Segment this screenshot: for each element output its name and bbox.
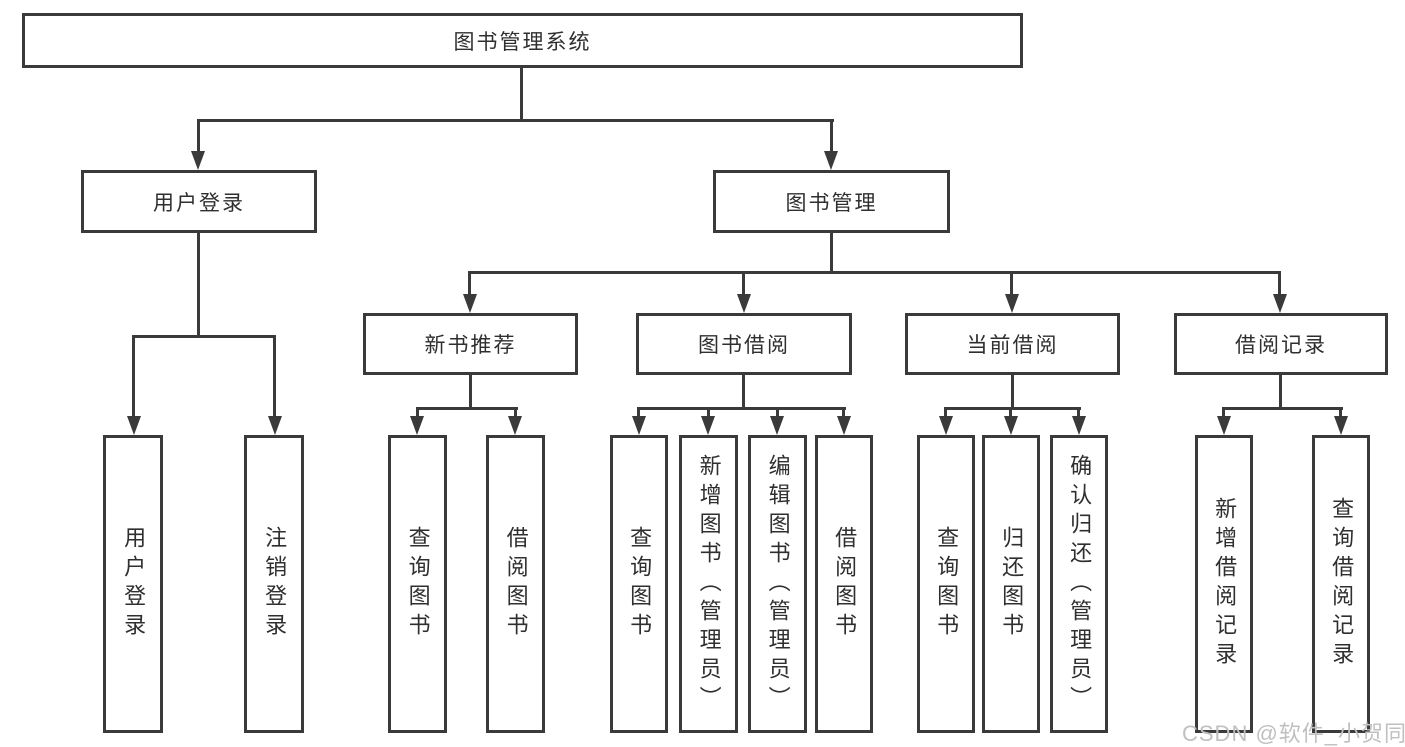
arrowhead-bb-borrow (837, 416, 851, 435)
node-new-book-rec-label: 新书推荐 (424, 334, 517, 357)
leaf-newbook-borrow-books-label: 借阅图书 (503, 526, 529, 642)
connector-borrowrecords-stem (1279, 373, 1282, 410)
arrowhead-book-borrow (737, 294, 751, 313)
connector-currentborrow-drop1 (944, 407, 947, 419)
connector-root-rail (197, 119, 834, 122)
leaf-bookborrow-add-books-admin-label: 新增图书（管理员） (696, 453, 722, 715)
connector-currentborrow-drop2 (1009, 407, 1012, 419)
node-borrow-records: 借阅记录 (1174, 313, 1388, 375)
arrowhead-cb-confirm (1072, 416, 1086, 435)
connector-borrowrecords-drop1 (1222, 407, 1225, 419)
arrowhead-br-query (1334, 416, 1348, 435)
arrowhead-cb-query (939, 416, 953, 435)
leaf-currentborrow-query-books-label: 查询图书 (934, 526, 960, 642)
leaf-bookborrow-query-books-label: 查询图书 (627, 526, 653, 642)
arrowhead-nb-borrow (508, 416, 522, 435)
node-root-label: 图书管理系统 (453, 30, 592, 54)
arrowhead-user-login (191, 151, 205, 170)
leaf-currentborrow-return-books-label: 归还图书 (999, 526, 1025, 642)
connector-userlogin-drop1 (132, 335, 135, 418)
connector-newbook-stem (469, 373, 472, 410)
node-current-borrow: 当前借阅 (905, 313, 1120, 375)
leaf-bookborrow-borrow-books: 借阅图书 (815, 435, 873, 733)
connector-bookborrow-drop1 (637, 407, 640, 419)
arrowhead-br-add (1217, 416, 1231, 435)
leaf-bookborrow-borrow-books-label: 借阅图书 (832, 526, 858, 642)
leaf-newbook-borrow-books: 借阅图书 (486, 435, 545, 733)
arrowhead-current-borrow (1005, 294, 1019, 313)
leaf-newbook-query-books-label: 查询图书 (405, 526, 431, 642)
leaf-records-query-borrow-record-label: 查询借阅记录 (1329, 497, 1355, 671)
arrowhead-bb-add (701, 416, 715, 435)
leaf-bookborrow-edit-books-admin: 编辑图书（管理员） (748, 435, 807, 733)
leaf-user-login-label: 用户登录 (121, 526, 147, 642)
connector-root-drop-left (197, 119, 200, 154)
connector-bookborrow-drop2 (707, 407, 710, 419)
leaf-logout: 注销登录 (244, 435, 304, 733)
arrowhead-bb-edit (770, 416, 784, 435)
leaf-logout-label: 注销登录 (262, 526, 288, 642)
leaf-currentborrow-confirm-return-admin: 确认归还（管理员） (1050, 435, 1108, 733)
connector-root-stem (520, 66, 523, 122)
connector-newbook-drop2 (514, 407, 517, 419)
leaf-records-add-borrow-record-label: 新增借阅记录 (1212, 497, 1238, 671)
leaf-user-login: 用户登录 (103, 435, 163, 733)
leaf-bookborrow-edit-books-admin-label: 编辑图书（管理员） (765, 453, 791, 715)
connector-newbook-rail (416, 407, 518, 410)
connector-borrowrecords-drop2 (1339, 407, 1342, 419)
arrowhead-bb-query (632, 416, 646, 435)
arrowhead-cb-return (1004, 416, 1018, 435)
connector-bookborrow-drop4 (842, 407, 845, 419)
leaf-newbook-query-books: 查询图书 (388, 435, 447, 733)
connector-bookmgmt-drop1 (468, 271, 471, 297)
connector-currentborrow-stem (1011, 373, 1014, 410)
node-current-borrow-label: 当前借阅 (966, 334, 1059, 357)
connector-userlogin-rail (132, 335, 276, 338)
connector-currentborrow-rail (944, 407, 1081, 410)
arrowhead-book-mgmt (824, 151, 838, 170)
arrowhead-leaf-user-login (127, 416, 141, 435)
leaf-currentborrow-confirm-return-admin-label: 确认归还（管理员） (1067, 453, 1093, 715)
connector-newbook-drop1 (416, 407, 419, 419)
leaf-currentborrow-return-books: 归还图书 (982, 435, 1040, 733)
connector-bookmgmt-stem (830, 231, 833, 274)
node-root: 图书管理系统 (22, 13, 1023, 68)
connector-userlogin-stem (197, 231, 200, 338)
connector-bookborrow-drop3 (776, 407, 779, 419)
node-user-login-label: 用户登录 (153, 191, 245, 215)
watermark: CSDN @软件_小贺同学 (1182, 721, 1405, 746)
connector-root-drop-right (830, 119, 833, 154)
connector-bookmgmt-drop4 (1278, 271, 1281, 297)
node-book-mgmt-label: 图书管理 (785, 191, 878, 215)
leaf-bookborrow-add-books-admin: 新增图书（管理员） (679, 435, 738, 733)
leaf-records-add-borrow-record: 新增借阅记录 (1195, 435, 1253, 733)
node-book-borrow: 图书借阅 (636, 313, 852, 375)
leaf-bookborrow-query-books: 查询图书 (610, 435, 668, 733)
connector-currentborrow-drop3 (1077, 407, 1080, 419)
node-book-borrow-label: 图书借阅 (698, 334, 790, 357)
connector-userlogin-drop2 (273, 335, 276, 418)
arrowhead-borrow-records (1273, 294, 1287, 313)
connector-borrowrecords-rail (1222, 407, 1343, 410)
node-book-mgmt: 图书管理 (713, 170, 950, 233)
arrowhead-new-book-rec (463, 294, 477, 313)
arrowhead-leaf-logout (268, 416, 282, 435)
connector-bookborrow-stem (742, 373, 745, 410)
arrowhead-nb-query (410, 416, 424, 435)
node-user-login: 用户登录 (81, 170, 317, 233)
leaf-records-query-borrow-record: 查询借阅记录 (1312, 435, 1370, 733)
leaf-currentborrow-query-books: 查询图书 (917, 435, 975, 733)
node-borrow-records-label: 借阅记录 (1235, 334, 1327, 357)
connector-bookmgmt-drop2 (742, 271, 745, 297)
connector-bookmgmt-drop3 (1010, 271, 1013, 297)
node-new-book-rec: 新书推荐 (363, 313, 578, 375)
connector-bookmgmt-rail (469, 271, 1281, 274)
connector-bookborrow-rail (637, 407, 846, 410)
